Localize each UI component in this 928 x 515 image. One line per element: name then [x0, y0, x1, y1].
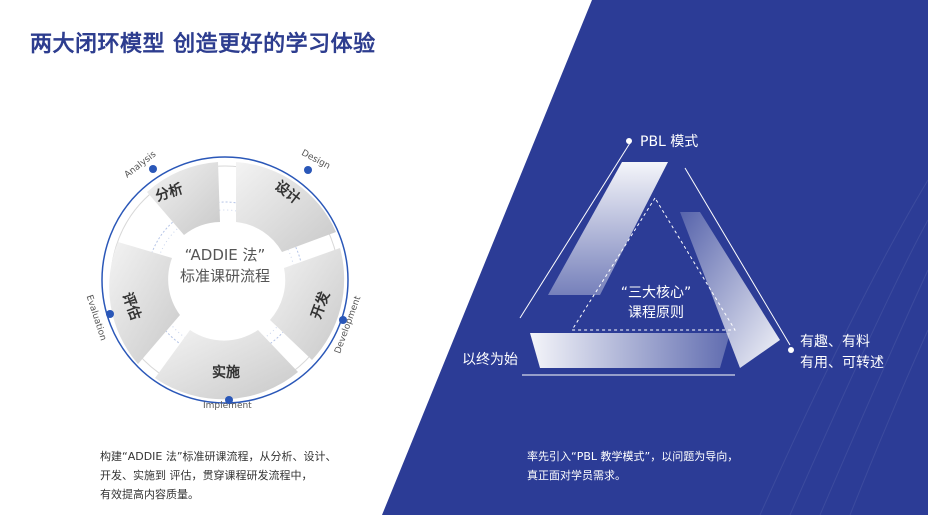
- right-caption-line: 真正面对学员需求。: [527, 469, 626, 482]
- outer-ring: [101, 156, 349, 404]
- segment-analysis: [147, 162, 220, 235]
- right-caption: 率先引入“PBL 教学模式”，以问题为导向， 真正面对学员需求。: [527, 447, 738, 485]
- triangle-bar-bottom: [530, 333, 730, 368]
- wheel-dot-design: [304, 166, 312, 174]
- wheel-dot-evaluation: [106, 310, 114, 318]
- pbl-right-line2: 有用、可转述: [800, 355, 884, 371]
- segment-evaluation: [109, 242, 180, 364]
- segment-design: [236, 162, 336, 252]
- pbl-right-dot: [788, 347, 794, 353]
- page-title: 两大闭环模型 创造更好的学习体验: [30, 32, 376, 57]
- left-caption-line: 构建“ADDIE 法”标准研课流程，从分析、设计、: [100, 450, 337, 463]
- segment-development: [270, 248, 345, 360]
- addie-center-line1: “ADDIE 法”: [184, 246, 266, 264]
- addie-wheel: [101, 156, 349, 404]
- addie-center-text: “ADDIE 法” 标准课研流程: [150, 245, 300, 287]
- triangle-right-edge: [684, 167, 791, 346]
- pbl-center-line1: “三大核心”: [620, 285, 692, 301]
- segment-implement: [155, 330, 298, 400]
- pbl-center-text: “三大核心” 课程原则: [596, 283, 716, 323]
- wheel-dot-development: [339, 316, 347, 324]
- blue-panel: [382, 0, 928, 515]
- decorative-curves: [759, 179, 928, 515]
- pbl-right-text: 有趣、有料 有用、可转述: [800, 332, 884, 374]
- pbl-right-line1: 有趣、有料: [800, 334, 870, 350]
- segment-label-implement: 实施: [212, 365, 240, 381]
- left-caption: 构建“ADDIE 法”标准研课流程，从分析、设计、 开发、实施到 评估，贯穿课程…: [100, 447, 337, 504]
- wheel-dot-implement: [225, 396, 233, 404]
- triangle-bar-left: [548, 162, 668, 295]
- addie-center-line2: 标准课研流程: [179, 267, 270, 285]
- arc-label-implement: Implement: [203, 401, 252, 411]
- wheel-dot-analysis: [149, 165, 157, 173]
- inner-dashed-triangle: [571, 197, 736, 331]
- left-caption-line: 开发、实施到 评估，贯穿课程研发流程中，: [100, 469, 313, 482]
- pbl-left-label: 以终为始: [462, 352, 518, 368]
- triangle-bar-right: [680, 212, 780, 368]
- left-caption-line: 有效提高内容质量。: [100, 488, 199, 501]
- pbl-triangle: [519, 142, 791, 376]
- right-caption-line: 率先引入“PBL 教学模式”，以问题为导向，: [527, 450, 739, 463]
- triangle-left-edge: [519, 142, 631, 319]
- pbl-center-line2: 课程原则: [628, 305, 684, 321]
- pbl-top-dot: [626, 138, 632, 144]
- pbl-top-label: PBL 模式: [640, 134, 699, 150]
